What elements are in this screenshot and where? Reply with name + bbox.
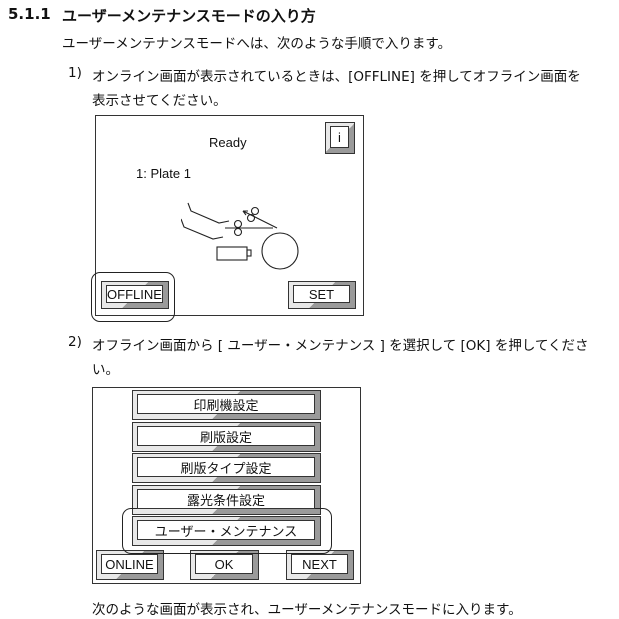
section-number: 5.1.1 (8, 5, 51, 23)
menu-plate-settings[interactable]: 刷版設定 (132, 422, 321, 452)
step-text: 表示させてください。 (92, 93, 227, 109)
step-number: 2) (68, 334, 82, 350)
plate-label: 1: Plate 1 (136, 166, 191, 181)
online-screen: Ready i 1: Plate 1 OFFLINE SET (95, 115, 364, 316)
section-title: ユーザーメンテナンスモードの入り方 (62, 7, 316, 25)
step-text: オンライン画面が表示されているときは、[OFFLINE] を押してオフライン画面… (92, 69, 581, 85)
menu-printer-settings[interactable]: 印刷機設定 (132, 390, 321, 420)
set-button[interactable]: SET (288, 281, 356, 309)
offline-button[interactable]: OFFLINE (101, 281, 169, 309)
status-text: Ready (209, 135, 247, 150)
printer-illustration-icon (181, 202, 299, 270)
info-button[interactable]: i (325, 122, 355, 154)
online-button[interactable]: ONLINE (96, 550, 164, 580)
menu-exposure-settings[interactable]: 露光条件設定 (132, 485, 321, 515)
step-text: オフライン画面から [ ユーザー・メンテナンス ] を選択して [OK] を押し… (92, 338, 589, 354)
footer-text: 次のような画面が表示され、ユーザーメンテナンスモードに入ります。 (92, 602, 522, 618)
ok-button[interactable]: OK (190, 550, 259, 580)
intro-text: ユーザーメンテナンスモードへは、次のような手順で入ります。 (62, 36, 452, 52)
step-number: 1) (68, 65, 82, 81)
step-text: い。 (92, 362, 119, 378)
offline-screen: 印刷機設定 刷版設定 刷版タイプ設定 露光条件設定 ユーザー・メンテナンス ON… (92, 387, 361, 584)
menu-user-maintenance[interactable]: ユーザー・メンテナンス (132, 516, 321, 546)
next-button[interactable]: NEXT (286, 550, 354, 580)
offline-highlight (91, 272, 175, 322)
menu-plate-type-settings[interactable]: 刷版タイプ設定 (132, 453, 321, 483)
